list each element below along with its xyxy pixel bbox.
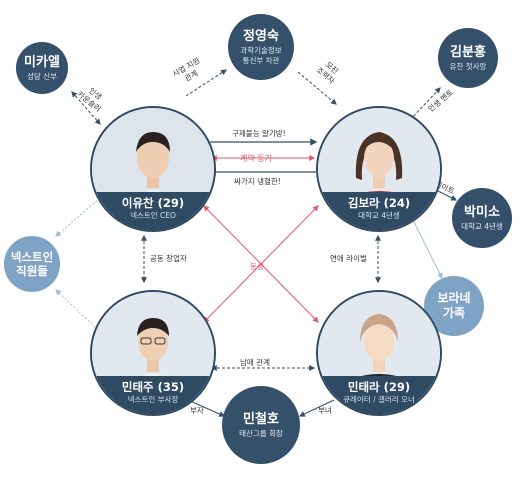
leeyuchan-name: 이유찬 (29) <box>121 196 185 210</box>
label-bora-to-yuchan: 싸가지 냉혈한! <box>234 177 281 186</box>
label-taeju-taera: 남매 관계 <box>240 358 270 367</box>
node-kimbora: 김보라 (24) 대학교 4년생 <box>316 106 442 232</box>
mintaeju-role: 넥스트인 부사장 <box>127 395 179 404</box>
node-minchulho-sub: 태산그룹 회장 <box>239 428 283 438</box>
edge-yuchan-jeong <box>185 69 228 97</box>
node-minchulho: 민철호 태산그룹 회장 <box>222 386 300 464</box>
node-jeong: 정영숙 과학기술정보 통신부 차관 <box>228 14 294 80</box>
leeyuchan-role: 넥스트인 CEO <box>130 211 176 220</box>
kimbora-name: 김보라 (24) <box>347 196 411 210</box>
node-michael-sub: 성당 신부 <box>27 71 57 81</box>
mintaera-role: 큐레이터 / 갤러리 오너 <box>343 395 415 404</box>
node-kimbunhong-sub: 유찬 첫사랑 <box>449 61 487 71</box>
node-leeyuchan: 이유찬 (29) 넥스트인 CEO <box>90 106 216 232</box>
label-contract: 계약 동거 <box>240 154 272 163</box>
edge-taeju-nextin <box>55 289 99 331</box>
node-mintaera: 민태라 (29) 큐레이터 / 갤러리 오너 <box>316 290 442 416</box>
node-minchulho-name: 민철호 <box>243 411 279 427</box>
node-nextin-name1: 넥스트인 <box>10 250 54 264</box>
node-michael: 미카엘 성당 신부 <box>16 42 68 94</box>
label-cross: 동생 <box>250 262 264 271</box>
node-jeong-sub: 과학기술정보 통신부 차관 <box>240 46 281 66</box>
node-michael-name: 미카엘 <box>24 54 60 70</box>
band-mintaera: 민태라 (29) 큐레이터 / 갤러리 오너 <box>318 376 440 414</box>
mintaeju-name: 민태주 (35) <box>121 380 185 394</box>
node-nextin-name2: 직원들 <box>16 264 48 278</box>
node-parkmiso: 박미소 대학교 4년생 <box>452 188 512 248</box>
label-bora-taera: 연애 라이벌 <box>330 254 367 263</box>
node-parkmiso-name: 박미소 <box>464 204 500 220</box>
node-parkmiso-sub: 대학교 4년생 <box>461 221 503 231</box>
node-nextin: 넥스트인 직원들 <box>4 236 60 292</box>
edge-cross-2 <box>203 205 319 323</box>
band-mintaeju: 민태주 (35) 넥스트인 부사장 <box>92 376 214 414</box>
node-jeong-sub2: 통신부 차관 <box>242 55 280 65</box>
label-yuchan-to-bora: 구제불능 알기방! <box>232 129 286 138</box>
label-yuchan-taeju: 공동 창업자 <box>150 254 187 263</box>
band-kimbora: 김보라 (24) 대학교 4년생 <box>318 192 440 230</box>
mintaera-name: 민태라 (29) <box>347 380 411 394</box>
band-leeyuchan: 이유찬 (29) 넥스트인 CEO <box>92 192 214 230</box>
node-jeong-name: 정영숙 <box>243 28 279 44</box>
node-jeong-sub1: 과학기술정보 <box>240 45 282 55</box>
edge-jeong-bora <box>297 71 337 105</box>
kimbora-role: 대학교 4년생 <box>358 211 400 220</box>
node-kimbunhong-name: 김분홍 <box>450 44 486 60</box>
node-mintaeju: 민태주 (35) 넥스트인 부사장 <box>90 290 216 416</box>
node-borane-family-name1: 보라네 <box>437 291 471 305</box>
node-borane-family-name2: 가족 <box>442 306 466 320</box>
node-kimbunhong: 김분홍 유찬 첫사랑 <box>438 28 498 88</box>
